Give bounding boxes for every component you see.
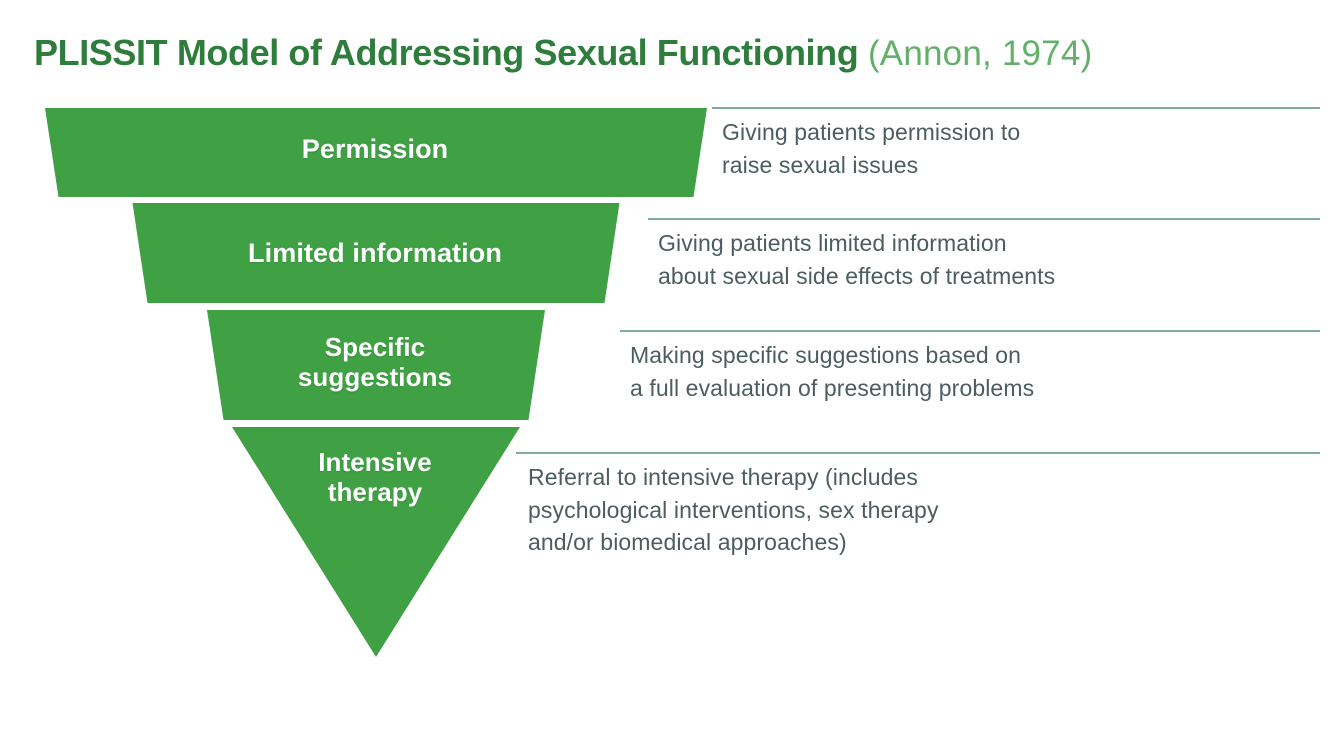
page-title-citation: (Annon, 1974) [867,34,1093,73]
description-rule-1 [712,107,1320,109]
funnel-tier-4[interactable] [232,427,520,657]
description-text-2: Giving patients limited information abou… [658,230,1056,289]
description-text-3: Making specific suggestions based on a f… [630,342,1035,401]
funnel-tier-1[interactable] [45,108,707,197]
description-rule-4 [516,452,1320,454]
description-text-4: Referral to intensive therapy (includes … [528,464,939,556]
page-title-main: PLISSIT Model of Addressing Sexual Funct… [34,32,859,73]
description-text-1: Giving patients permission to raise sexu… [722,119,1021,178]
page-title: PLISSIT Model of Addressing Sexual Funct… [34,28,1294,78]
funnel-tier-2[interactable] [132,203,620,303]
funnel-tier-3[interactable] [207,310,545,420]
description-rule-3 [620,330,1320,332]
description-rule-2 [648,218,1320,220]
